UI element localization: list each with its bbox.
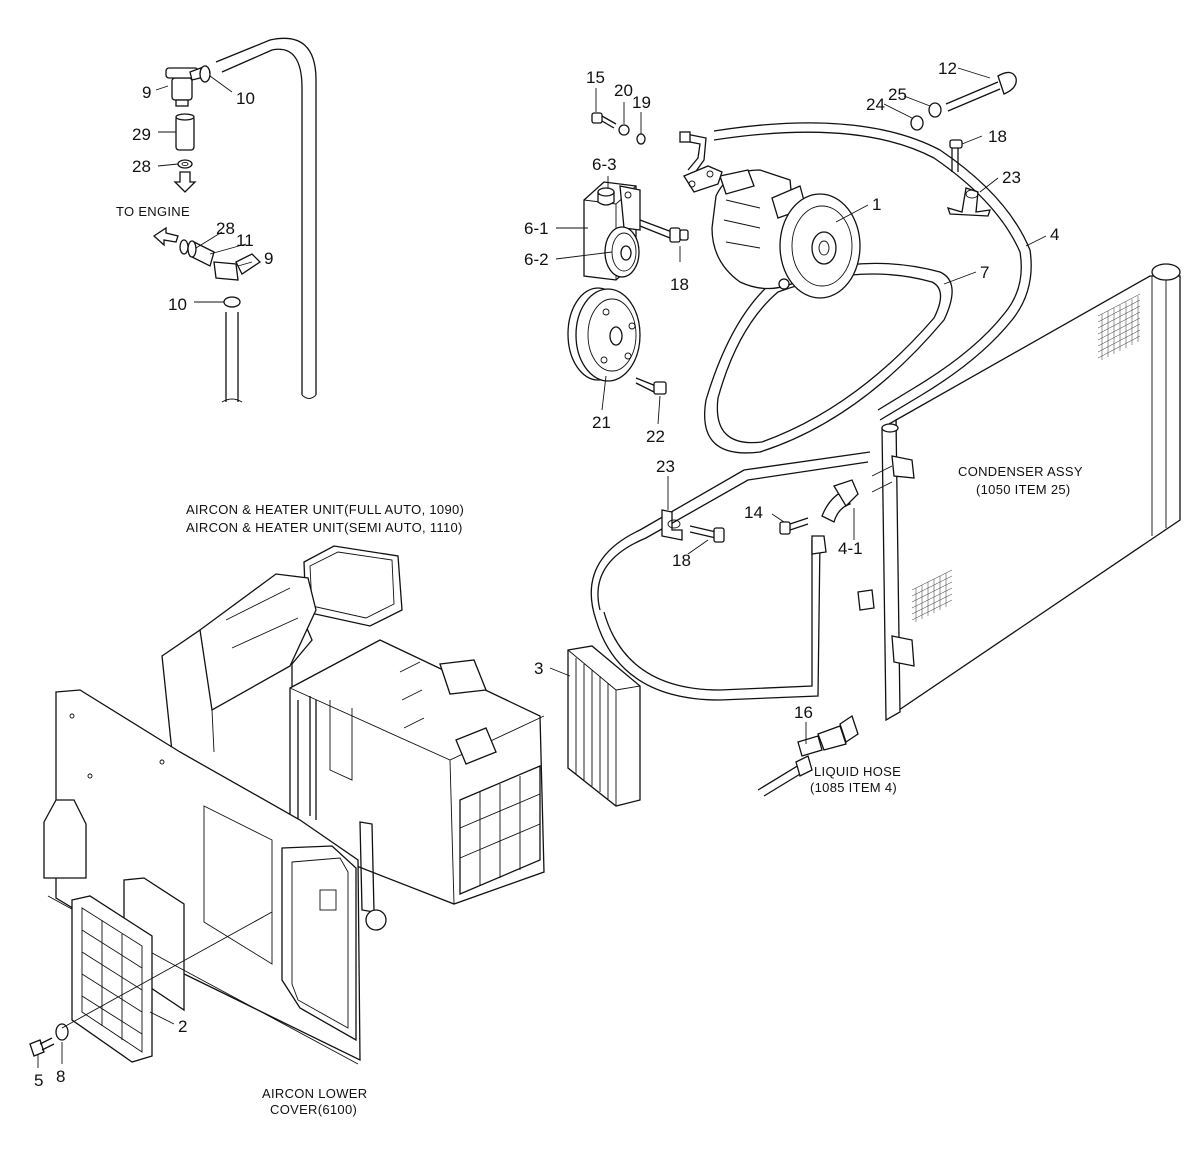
air-filter [567,645,641,807]
idler-pulley [604,226,640,278]
washer-20 [618,124,630,136]
label-aircon-full-auto: AIRCON & HEATER UNIT(FULL AUTO, 1090) [186,502,464,517]
label-23-lower: 23 [656,457,675,476]
label-20: 20 [614,81,633,100]
bolt-14 [779,517,809,535]
condenser-assy [857,263,1181,722]
washer-24 [910,115,924,131]
screw-5 [29,1037,55,1057]
leader-lines [37,67,1047,1068]
condenser-mesh-upper [1097,293,1141,360]
label-to-engine: TO ENGINE [116,204,190,219]
label-1: 1 [872,195,881,214]
bolt-22 [635,377,667,395]
label-condenser-assy: CONDENSER ASSY [958,464,1083,479]
bolt-18-tensioner [639,219,689,243]
discharge-hose [713,122,1032,421]
clamp-23-upper [946,187,991,217]
heater-hose-group [215,37,317,403]
label-24: 24 [866,95,885,114]
bolt-18-clamp [949,139,963,172]
label-28-lower: 28 [216,219,235,238]
label-liquid-hose-ref: (1085 ITEM 4) [810,780,897,795]
part-labels: 9 10 29 28 TO ENGINE 28 11 9 10 15 20 19… [34,59,1083,1117]
clamp-23-lower [661,509,683,541]
label-12: 12 [938,59,957,78]
label-5: 5 [34,1071,43,1090]
bolt-12 [945,71,1017,112]
label-7: 7 [980,263,989,282]
label-14: 14 [744,503,763,522]
label-16: 16 [794,703,813,722]
label-9-lower: 9 [264,249,273,268]
label-6-3: 6-3 [592,155,617,174]
label-19: 19 [632,93,651,112]
washer-19 [636,133,646,145]
label-28-upper: 28 [132,157,151,176]
label-aircon-semi-auto: AIRCON & HEATER UNIT(SEMI AUTO, 1110) [186,520,463,535]
label-15: 15 [586,68,605,87]
label-10-upper: 10 [236,89,255,108]
o-ring-upper [199,65,211,83]
label-4-1: 4-1 [838,539,863,558]
label-3: 3 [534,659,543,678]
label-18-clamp: 18 [988,127,1007,146]
liquid-hose-fitting [757,714,859,797]
label-25: 25 [888,85,907,104]
bolt-15 [591,112,617,129]
condenser-mesh-lower [911,569,953,622]
compressor [711,169,861,299]
label-23-upper: 23 [1002,168,1021,187]
washer-25 [928,102,942,118]
lower-hose-fittings [179,239,262,308]
label-11: 11 [236,231,254,250]
label-18-tensioner: 18 [670,275,689,294]
label-9-upper: 9 [142,83,151,102]
lower-filter-grille [71,895,153,1063]
label-aircon-lower-cover: AIRCON LOWER [262,1086,367,1101]
label-22: 22 [646,427,665,446]
crank-pulley [567,287,641,382]
label-liquid-hose: LIQUID HOSE [814,764,901,779]
label-4: 4 [1050,225,1059,244]
tensioner-cap [597,187,615,206]
label-6-1: 6-1 [524,219,549,238]
arrow-to-engine-down [173,171,197,193]
arrow-to-engine-left [152,226,179,247]
label-6-2: 6-2 [524,250,549,269]
compressor-pipe [679,131,723,193]
hose-4-1 [590,451,871,701]
label-2: 2 [178,1017,187,1036]
label-aircon-lower-cover-ref: COVER(6100) [270,1102,357,1117]
label-18-hose: 18 [672,551,691,570]
label-10-lower: 10 [168,295,187,314]
label-29: 29 [132,125,151,144]
label-8: 8 [56,1067,65,1086]
hose-pipe-29 [175,113,195,151]
bolt-18-hose [689,525,725,543]
drive-belt [704,262,953,454]
washer-8 [55,1023,69,1041]
washer-28-upper [177,159,193,169]
label-condenser-ref: (1050 ITEM 25) [976,482,1071,497]
label-21: 21 [592,413,611,432]
